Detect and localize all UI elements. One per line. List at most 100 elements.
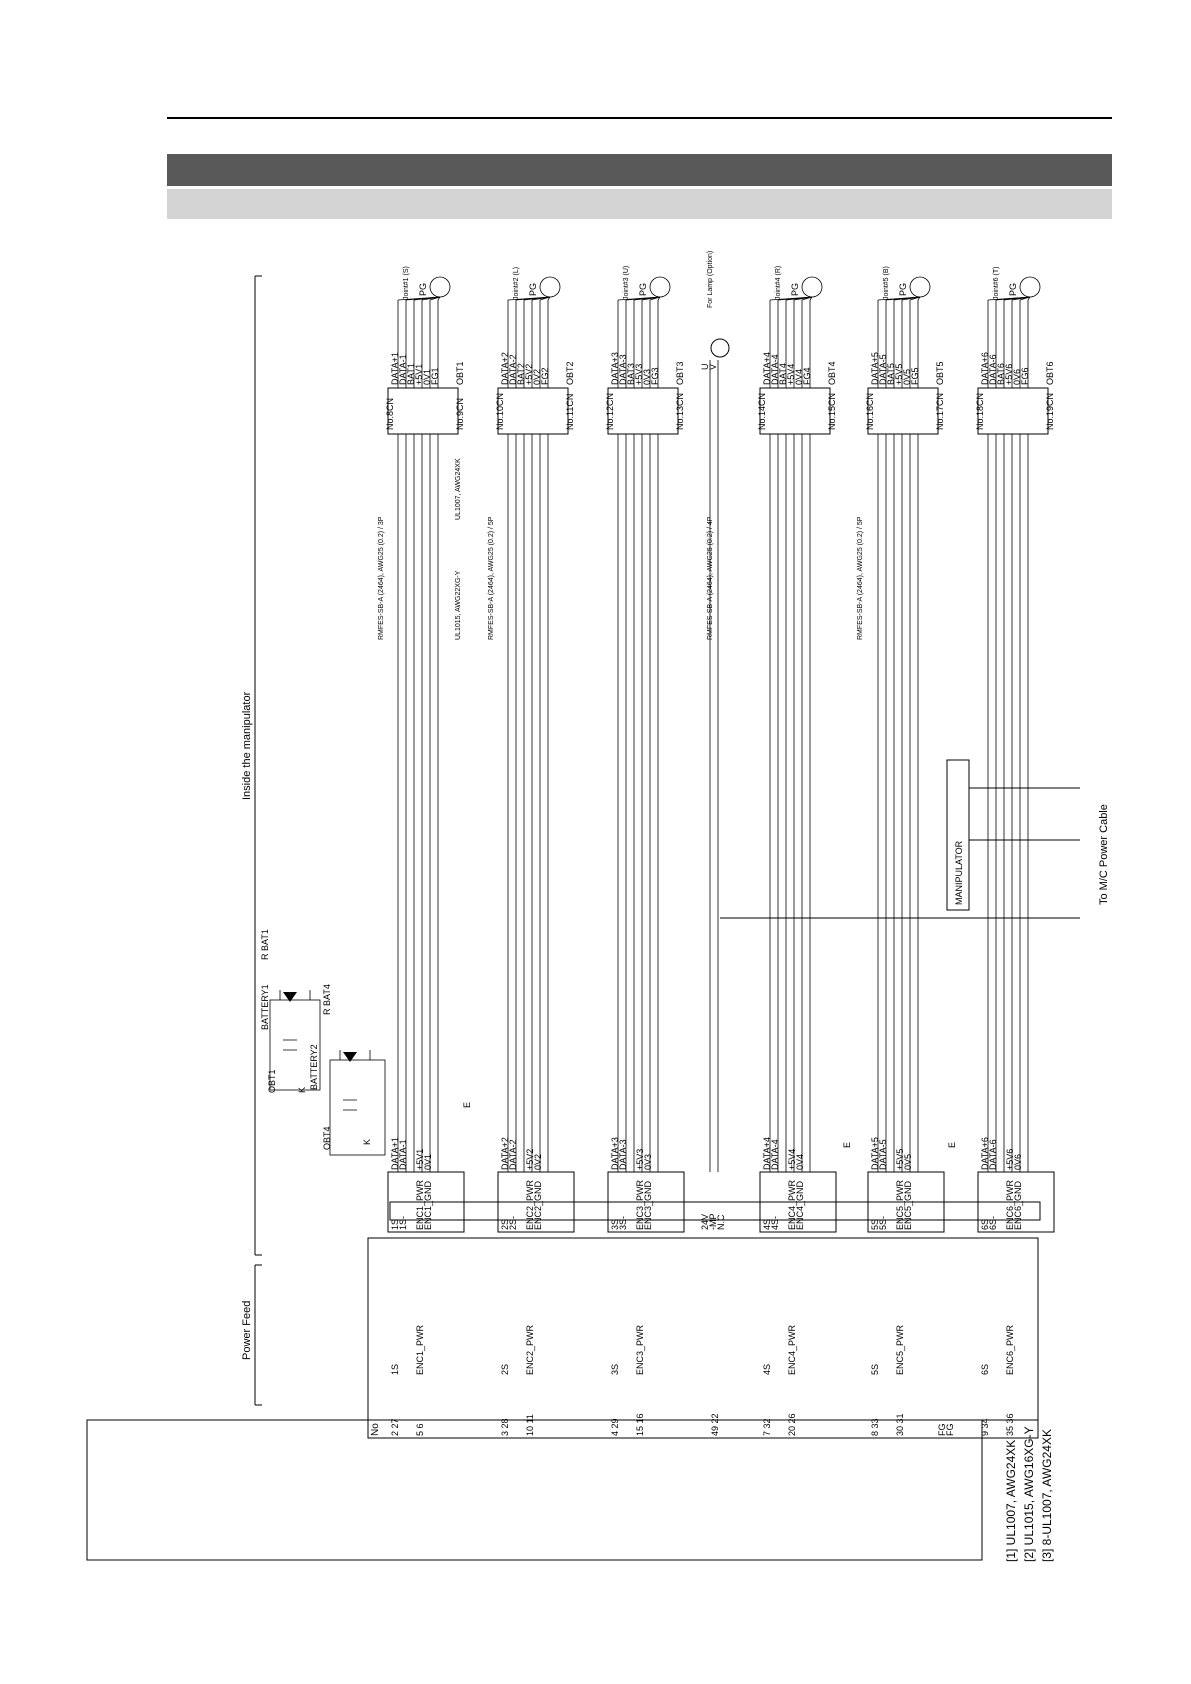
low-data-plus-s: DATA+1 <box>390 1137 400 1170</box>
obt-u: OBT3 <box>675 361 685 385</box>
ground-0: E <box>462 1102 472 1108</box>
v5-t: +5V6 <box>1004 364 1014 385</box>
connector-box-l <box>497 387 569 435</box>
connector-label-b-l: No.11CN <box>565 394 575 430</box>
pin-table-frame <box>367 1237 1039 1439</box>
low-data-plus-b: DATA+5 <box>870 1137 880 1170</box>
legend-table <box>86 1419 983 1561</box>
sig-a-u: 3S <box>610 1219 620 1230</box>
lamp-pins: 49 22 <box>710 1413 720 1436</box>
connector-box-b <box>867 387 939 435</box>
lower-connector-box-u <box>607 1171 685 1233</box>
low-v0-b: 0V5 <box>903 1154 913 1170</box>
fg-b: FG5 <box>910 367 920 385</box>
v0-r: 0V4 <box>794 369 804 385</box>
pwr-b-u: ENC3_GND <box>643 1180 653 1230</box>
v5-r: +5V4 <box>786 364 796 385</box>
joint-label-u: Joint#3 (U) <box>623 266 630 300</box>
low-data-plus-t: DATA+6 <box>980 1137 990 1170</box>
lamp-sig-a: 24V <box>700 1214 710 1230</box>
joint-label-r: Joint#4 (R) <box>775 266 782 300</box>
manipulator-box <box>946 759 970 911</box>
encoder-b <box>909 276 931 298</box>
connector-box-t <box>977 387 1049 435</box>
pwr-a-t: ENC6_PWR <box>1005 1179 1015 1230</box>
encoder-l <box>539 276 561 298</box>
tbl-sig-a-r: 4S <box>762 1364 772 1375</box>
connector-box-r <box>759 387 831 435</box>
pwr-b-l: ENC2_GND <box>533 1180 543 1230</box>
sig-a-r: 4S <box>762 1219 772 1230</box>
pin-a-r: 7 32 <box>762 1418 772 1436</box>
low-data-minus-r: DATA-4 <box>770 1139 780 1170</box>
data-minus-u: DATA-3 <box>618 354 628 385</box>
low-data-minus-l: DATA-2 <box>508 1139 518 1170</box>
bat-u: BAT3 <box>626 363 636 385</box>
low-data-minus-t: DATA-6 <box>988 1139 998 1170</box>
pwr-a-b: ENC5_PWR <box>895 1179 905 1230</box>
encoder-t <box>1019 276 1041 298</box>
pin-a-l: 3 28 <box>500 1418 510 1436</box>
lamp-sig-b: -MP <box>708 1214 718 1231</box>
connector-label-b-t: No.19CN <box>1045 393 1055 430</box>
encoder-label-b: PG <box>898 283 908 296</box>
connector-box-s <box>387 387 459 435</box>
pwr-b-b: ENC5_GND <box>903 1180 913 1230</box>
connector-label-l: No.10CN <box>495 393 505 430</box>
ul1007-label: UL1007, AWG24XK <box>455 458 462 520</box>
low-data-plus-l: DATA+2 <box>500 1137 510 1170</box>
pin-b-u: 15 16 <box>635 1413 645 1436</box>
ul1015-label: UL1015, AWG22XG-Y <box>455 570 462 640</box>
joint-label-l: Joint#2 (L) <box>513 267 520 300</box>
sig-b-b: 5S- <box>878 1216 888 1230</box>
data-plus-t: DATA+6 <box>980 352 990 385</box>
inside-manipulator-label: Inside the manipulator <box>241 691 253 800</box>
encoder-r <box>801 276 823 298</box>
v5-u: +5V3 <box>634 364 644 385</box>
connector-label-t: No.18CN <box>975 393 985 430</box>
low-v0-s: 0V1 <box>423 1154 433 1170</box>
sig-b-r: 4S- <box>770 1216 780 1230</box>
legend-1: [1] UL1007, AWG24XK <box>1004 1440 1018 1562</box>
lamp-nc: N.C <box>716 1214 726 1230</box>
low-data-plus-u: DATA+3 <box>610 1137 620 1170</box>
connector-label-r: No.14CN <box>757 393 767 430</box>
pin-a-s: 2 27 <box>390 1418 400 1436</box>
joint-label-b: Joint#5 (B) <box>883 266 890 300</box>
bat-t: BAT6 <box>996 363 1006 385</box>
legend-3: [3] 8-UL1007, AWG24XK <box>1040 1429 1054 1562</box>
section-title-bar <box>167 154 1112 186</box>
fg-u: FG3 <box>650 367 660 385</box>
data-plus-b: DATA+5 <box>870 352 880 385</box>
low-data-minus-b: DATA-5 <box>878 1139 888 1170</box>
obt-r: OBT4 <box>827 361 837 385</box>
subsection-title-bar <box>167 189 1112 219</box>
data-minus-l: DATA-2 <box>508 354 518 385</box>
header-rule <box>167 117 1112 119</box>
data-plus-s: DATA+1 <box>390 352 400 385</box>
data-minus-t: DATA-6 <box>988 354 998 385</box>
joint-label-s: Joint#1 (S) <box>403 266 410 300</box>
v0-u: 0V3 <box>642 369 652 385</box>
sig-b-l: 2S- <box>508 1216 518 1230</box>
connector-box-u <box>607 387 679 435</box>
data-plus-l: DATA+2 <box>500 352 510 385</box>
battery-1: BATTERY1 OBT1 R BAT1 K <box>260 929 307 1093</box>
connector-label-b-u: No.13CN <box>675 393 685 430</box>
low-v0-r: 0V4 <box>795 1154 805 1170</box>
connector-label-b-s: No.9CN <box>455 398 465 430</box>
data-minus-b: DATA-5 <box>878 354 888 385</box>
svg-text:BATTERY1: BATTERY1 <box>260 984 270 1030</box>
pin-a-u: 4 29 <box>610 1418 620 1436</box>
data-minus-s: DATA-1 <box>398 354 408 385</box>
tbl-sig-a-t: 6S <box>980 1364 990 1375</box>
wire-spec-s: RMFES-SB-A (2464), AWG25 (0.2) / 3P <box>378 516 385 640</box>
sig-a-s: 1S <box>390 1219 400 1230</box>
pwr-a-s: ENC1_PWR <box>415 1179 425 1230</box>
wire-spec-l: RMFES-SB-A (2464), AWG25 (0.2) / 5P <box>488 516 495 640</box>
power-feed-bracket <box>254 1264 262 1406</box>
manipulator-label: MANIPULATOR <box>954 840 964 905</box>
obt-s: OBT1 <box>455 361 465 385</box>
sig-a-l: 2S <box>500 1219 510 1230</box>
pwr-a-l: ENC2_PWR <box>525 1179 535 1230</box>
